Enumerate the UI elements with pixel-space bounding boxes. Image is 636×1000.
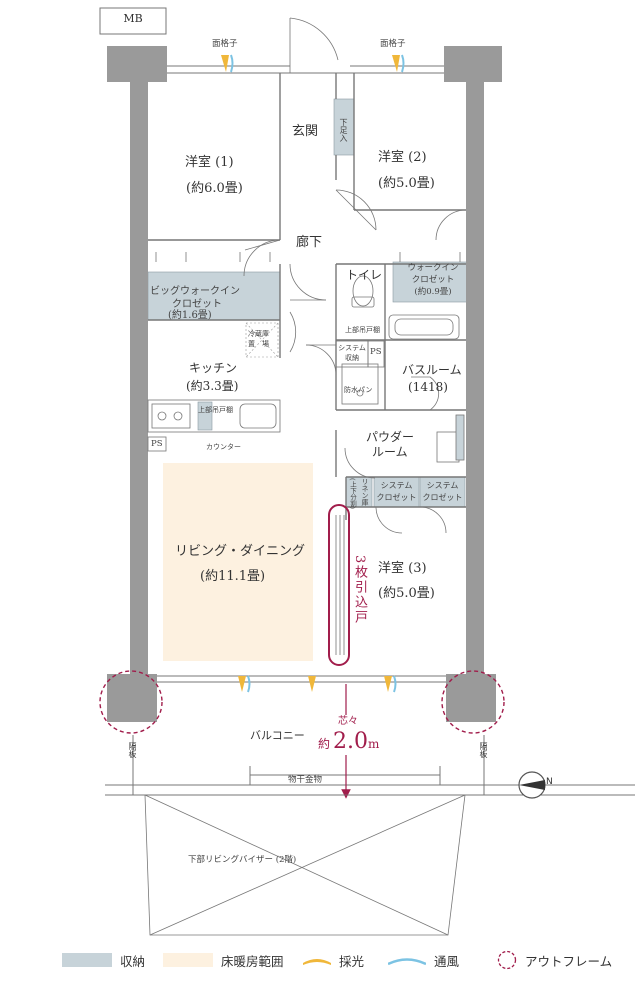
mb-box bbox=[99, 7, 167, 35]
ps-label-2: PS bbox=[151, 439, 163, 449]
ventilation-icon bbox=[387, 955, 427, 966]
daylight-icon bbox=[303, 955, 331, 965]
wind-markers bbox=[230, 54, 405, 693]
room3-size: (約5.0畳) bbox=[378, 586, 435, 601]
approx-label: 約 bbox=[318, 737, 331, 751]
legend-storage-label: 収納 bbox=[120, 953, 146, 969]
bottom-wall bbox=[157, 675, 446, 683]
closet-door-marks bbox=[155, 252, 461, 262]
toilet-fixture bbox=[351, 275, 375, 308]
kitchen-counter bbox=[147, 399, 281, 452]
legend-ventilation-label: 通風 bbox=[434, 953, 460, 969]
sys-closet-a-line1: システム bbox=[380, 481, 413, 490]
wic-size: (約0.9畳) bbox=[414, 287, 452, 297]
linen-label: リネン庫 bbox=[361, 478, 369, 506]
linen-sub-label: (上下分割) bbox=[348, 478, 357, 510]
bwic-line2: クロゼット bbox=[172, 299, 222, 310]
sys-closet-b-line1: システム bbox=[426, 481, 459, 490]
genkan-label: 玄関 bbox=[292, 124, 319, 139]
room2-size: (約5.0畳) bbox=[378, 176, 435, 191]
floor-heating-swatch-icon bbox=[163, 953, 213, 967]
partition-right-label: 隔板 bbox=[479, 742, 488, 758]
partition-left-label: 隔板 bbox=[128, 742, 137, 758]
vanity bbox=[436, 414, 465, 463]
living-label: リビング・ダイニング bbox=[175, 544, 306, 559]
north-arrow-icon bbox=[518, 771, 546, 799]
legend-storage: 収納 bbox=[62, 950, 145, 970]
outframe-circle-left bbox=[99, 670, 163, 734]
legend-daylight-label: 採光 bbox=[339, 953, 365, 969]
lower-living-visor bbox=[144, 794, 466, 936]
bathtub bbox=[388, 314, 460, 340]
toilet-label: トイレ bbox=[346, 268, 383, 282]
legend-outframe-label: アウトフレーム bbox=[525, 953, 613, 969]
north-label: N bbox=[546, 777, 553, 787]
lattice-left-label: 面格子 bbox=[212, 39, 238, 49]
toilet-upper-shelf-label: 上部吊戸棚 bbox=[345, 326, 380, 334]
system-storage-line2: 収納 bbox=[345, 354, 359, 362]
counter-label: カウンター bbox=[206, 443, 241, 451]
top-wall bbox=[167, 65, 444, 74]
fridge-line1: 冷蔵庫 bbox=[248, 330, 269, 338]
storage-areas bbox=[147, 98, 472, 508]
kitchen-size: (約3.3畳) bbox=[186, 379, 239, 393]
legend-floor-heating-label: 床暖房範囲 bbox=[221, 953, 284, 969]
ps-label-1: PS bbox=[370, 347, 382, 357]
sys-closet-b-line2: クロゼット bbox=[422, 493, 463, 502]
three-sliding-door-label: 3枚引込戸 bbox=[352, 555, 367, 626]
storage-swatch-icon bbox=[62, 953, 112, 967]
kitchen-label: キッチン bbox=[189, 361, 238, 375]
room1-name: 洋室 (1) bbox=[185, 155, 234, 170]
waterproof-pan bbox=[341, 363, 379, 405]
system-storage bbox=[335, 340, 385, 368]
shoe-box-label: 下足入 bbox=[339, 118, 348, 142]
room3-name: 洋室 (3) bbox=[378, 561, 427, 576]
balcony-label: バルコニー bbox=[250, 729, 305, 742]
bwic-line1: ビッグウォークイン bbox=[150, 286, 240, 297]
system-storage-line1: システム bbox=[338, 344, 366, 352]
powder-line1: パウダー bbox=[366, 430, 415, 444]
outer-walls bbox=[107, 46, 502, 722]
floor-heating-area bbox=[163, 463, 313, 661]
legend-ventilation: 通風 bbox=[387, 950, 460, 970]
outframe-circle-right bbox=[441, 670, 505, 734]
powder-line2: ルーム bbox=[372, 445, 408, 459]
depth-unit: m bbox=[368, 737, 380, 751]
mb-label: MB bbox=[123, 12, 143, 25]
bath-label: バスルーム bbox=[402, 363, 462, 377]
wic-line2: クロゼット bbox=[411, 275, 455, 285]
legend-outframe: アウトフレーム bbox=[497, 950, 612, 970]
legend-daylight: 採光 bbox=[303, 950, 364, 970]
fridge-line2: 置 場 bbox=[248, 340, 269, 348]
lattice-right-label: 面格子 bbox=[380, 39, 406, 49]
drying-hardware-label: 物干金物 bbox=[288, 775, 323, 785]
interior-walls bbox=[148, 73, 466, 520]
legend-floor-heating: 床暖房範囲 bbox=[163, 950, 284, 970]
visor-label: 下部リビングバイザー (2階) bbox=[188, 855, 297, 865]
daylight-markers bbox=[221, 55, 400, 692]
bath-size: (1418) bbox=[408, 380, 448, 394]
doors bbox=[243, 17, 467, 534]
rouka-label: 廊下 bbox=[296, 235, 323, 250]
depth-value: 2.0 bbox=[333, 729, 368, 754]
wic-line1: ウォークイン bbox=[407, 263, 459, 273]
sliding-door-panels bbox=[335, 515, 345, 655]
bwic-size: (約1.6畳) bbox=[168, 310, 212, 321]
room1-size: (約6.0畳) bbox=[186, 181, 243, 196]
sys-closet-a-line2: クロゼット bbox=[376, 493, 417, 502]
waterproof-pan-label: 防水パン bbox=[344, 386, 373, 394]
sliding-door-highlight bbox=[328, 504, 350, 666]
outframe-icon bbox=[497, 950, 517, 970]
room2-name: 洋室 (2) bbox=[378, 150, 427, 165]
shinshin-label: 芯々 bbox=[338, 716, 358, 727]
kitchen-upper-shelf-label: 上部吊戸棚 bbox=[198, 406, 233, 414]
fridge-space bbox=[245, 322, 279, 358]
living-size: (約11.1畳) bbox=[200, 569, 266, 584]
